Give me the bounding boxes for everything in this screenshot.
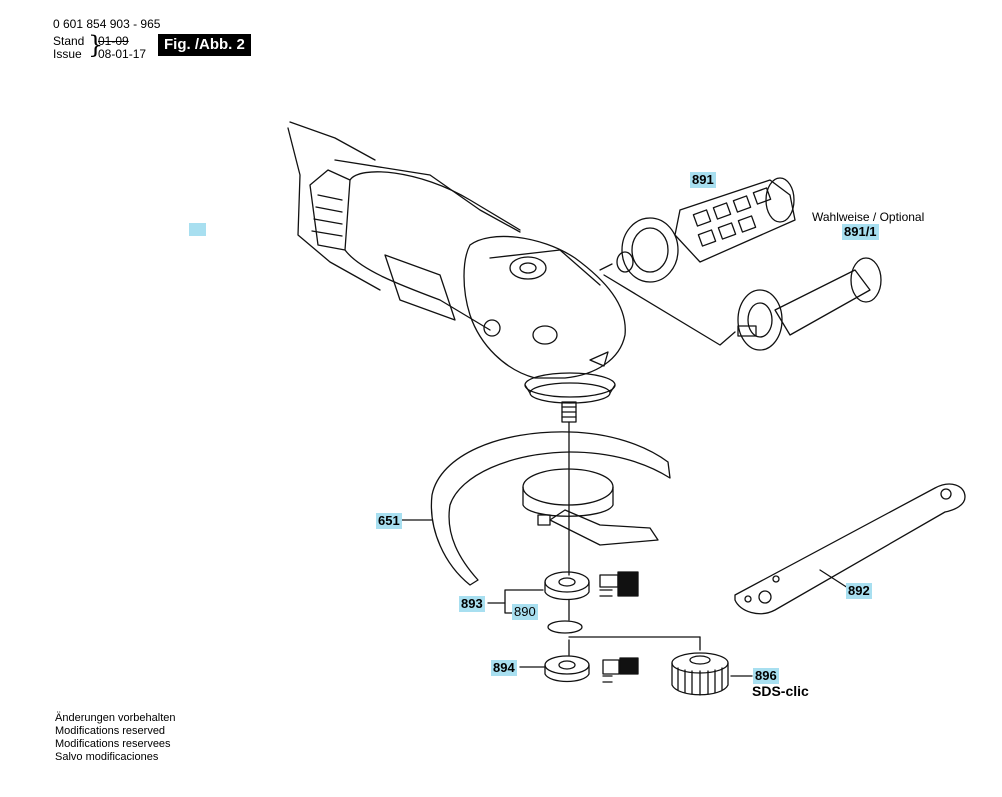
clamping-nut-894	[544, 655, 639, 683]
highlight-marker	[189, 223, 206, 236]
callout-892: 892	[846, 583, 872, 599]
angle-grinder-body	[287, 121, 626, 423]
stand-date: 01-09	[98, 34, 129, 48]
footer-line-en: Modifications reserved	[55, 725, 166, 737]
callout-896: 896	[753, 668, 779, 684]
aux-handle-891-1	[603, 257, 882, 351]
figure-label: Fig. /Abb. 2	[158, 34, 251, 56]
callout-651: 651	[376, 513, 402, 529]
footer-notes: Änderungen vorbehalten Modifications res…	[55, 712, 175, 764]
leader-lines	[401, 519, 866, 677]
stand-issue-dates: 01-09 08-01-17	[98, 35, 146, 61]
brace-icon: }	[88, 31, 104, 59]
callout-891: 891	[690, 172, 716, 188]
footer-line-es: Salvo modificaciones	[55, 751, 159, 763]
callout-891-1: 891/1	[842, 224, 879, 240]
guard-651	[430, 431, 671, 586]
sds-clic-logo: SDS-clic	[752, 683, 809, 699]
callout-890: 890	[512, 604, 538, 620]
assembly-lines	[568, 421, 701, 656]
mounting-flange-893	[544, 571, 639, 634]
callout-893: 893	[459, 596, 485, 612]
optional-note: Wahlweise / Optional	[812, 210, 925, 224]
aux-handle-891	[599, 177, 796, 283]
callout-894: 894	[491, 660, 517, 676]
issue-date: 08-01-17	[98, 47, 147, 61]
sds-clic-nut-896	[671, 652, 729, 696]
footer-line-fr: Modifications reservees	[55, 738, 171, 750]
two-pin-spanner-892	[734, 483, 966, 615]
issue-label: Issue	[53, 47, 82, 61]
footer-line-de: Änderungen vorbehalten	[55, 712, 176, 724]
part-number: 0 601 854 903 - 965	[53, 17, 161, 31]
stand-issue-labels: Stand Issue	[53, 35, 84, 61]
stand-label: Stand	[53, 34, 85, 48]
